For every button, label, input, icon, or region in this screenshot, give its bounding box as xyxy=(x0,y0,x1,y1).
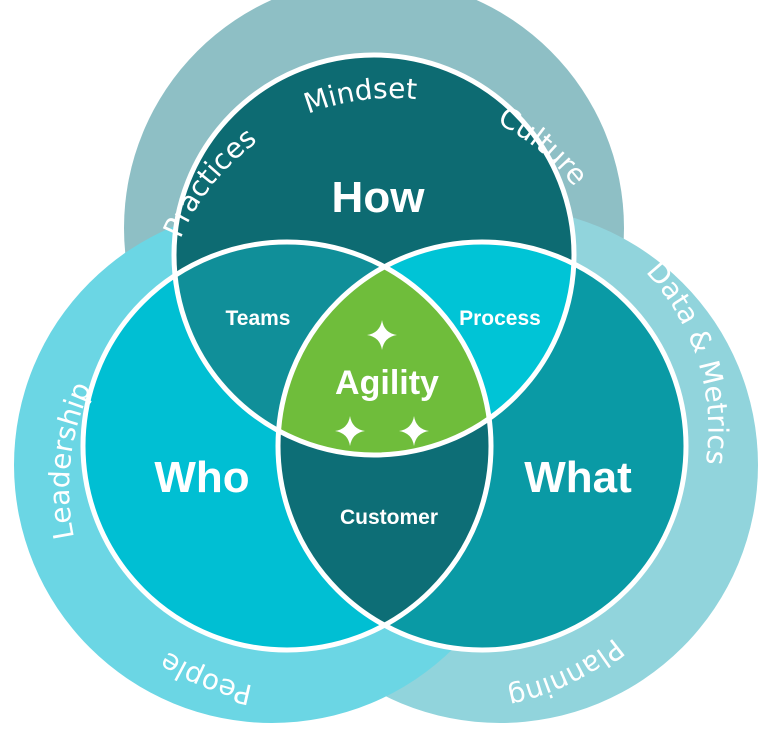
sparkle-icon xyxy=(335,416,365,446)
outline-how xyxy=(171,52,577,458)
label-process: Process xyxy=(459,307,541,330)
sparkle-icon xyxy=(399,416,429,446)
label-agility: Agility xyxy=(335,364,439,402)
outline-what xyxy=(275,239,689,653)
label-customer: Customer xyxy=(340,506,438,529)
sparkle-icon xyxy=(367,320,397,350)
label-teams: Teams xyxy=(226,307,291,330)
label-who: Who xyxy=(154,453,249,502)
outline-who xyxy=(80,239,494,653)
main-circles xyxy=(80,52,689,653)
label-how: How xyxy=(332,173,426,222)
label-what: What xyxy=(524,453,632,502)
sparkle-icons xyxy=(335,320,429,446)
